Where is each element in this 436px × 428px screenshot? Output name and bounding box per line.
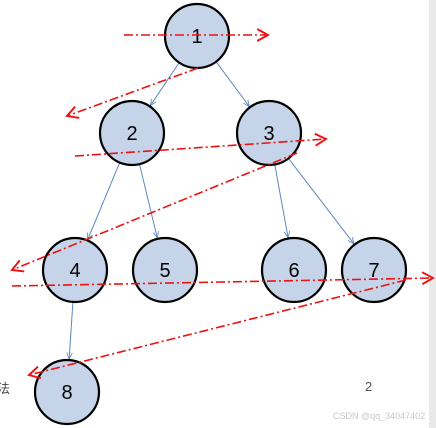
tree-node-6: 6 [260, 236, 328, 304]
node-label: 8 [61, 382, 72, 404]
node-label: 6 [288, 260, 299, 282]
traversal-arrow-5 [11, 271, 435, 287]
node-label: 4 [69, 260, 80, 282]
traversal-arrow-6 [27, 279, 407, 380]
node-label: 3 [263, 123, 274, 145]
node-circle [340, 236, 408, 304]
node-label: 2 [126, 123, 137, 145]
tree-edge [150, 59, 182, 105]
traversal-arrow-4 [10, 152, 298, 273]
traversal-arrow-3 [74, 132, 328, 157]
node-circle [33, 358, 101, 426]
tree-node-4: 4 [41, 236, 109, 304]
tree-node-2: 2 [98, 99, 166, 167]
cropped-slide-text: 法 [0, 382, 11, 397]
traversal-arrow-2 [65, 67, 199, 119]
tree-edge [138, 161, 157, 238]
tree-edge [213, 58, 249, 106]
tree-edge [286, 155, 354, 244]
tree-edge [69, 298, 74, 359]
tree-edge [273, 161, 288, 238]
node-label: 5 [159, 260, 170, 282]
node-circle [260, 236, 328, 304]
watermark-text: CSDN @qq_34047402 [333, 411, 426, 421]
page-number: 2 [365, 379, 373, 394]
node-circle [41, 236, 109, 304]
tree-edge [88, 159, 122, 240]
node-circle [98, 99, 166, 167]
tree-nodes: 1 2 3 4 5 6 7 8 [33, 2, 408, 426]
node-label: 7 [368, 260, 379, 282]
tree-node-8: 8 [33, 358, 101, 426]
tree-node-7: 7 [340, 236, 408, 304]
node-circle [131, 236, 199, 304]
tree-node-5: 5 [131, 236, 199, 304]
tree-edges [69, 58, 354, 359]
tree-node-1: 1 [163, 2, 231, 70]
node-label: 1 [191, 26, 202, 48]
traversal-arrows [10, 28, 435, 380]
slide-edge-strip [429, 0, 436, 428]
